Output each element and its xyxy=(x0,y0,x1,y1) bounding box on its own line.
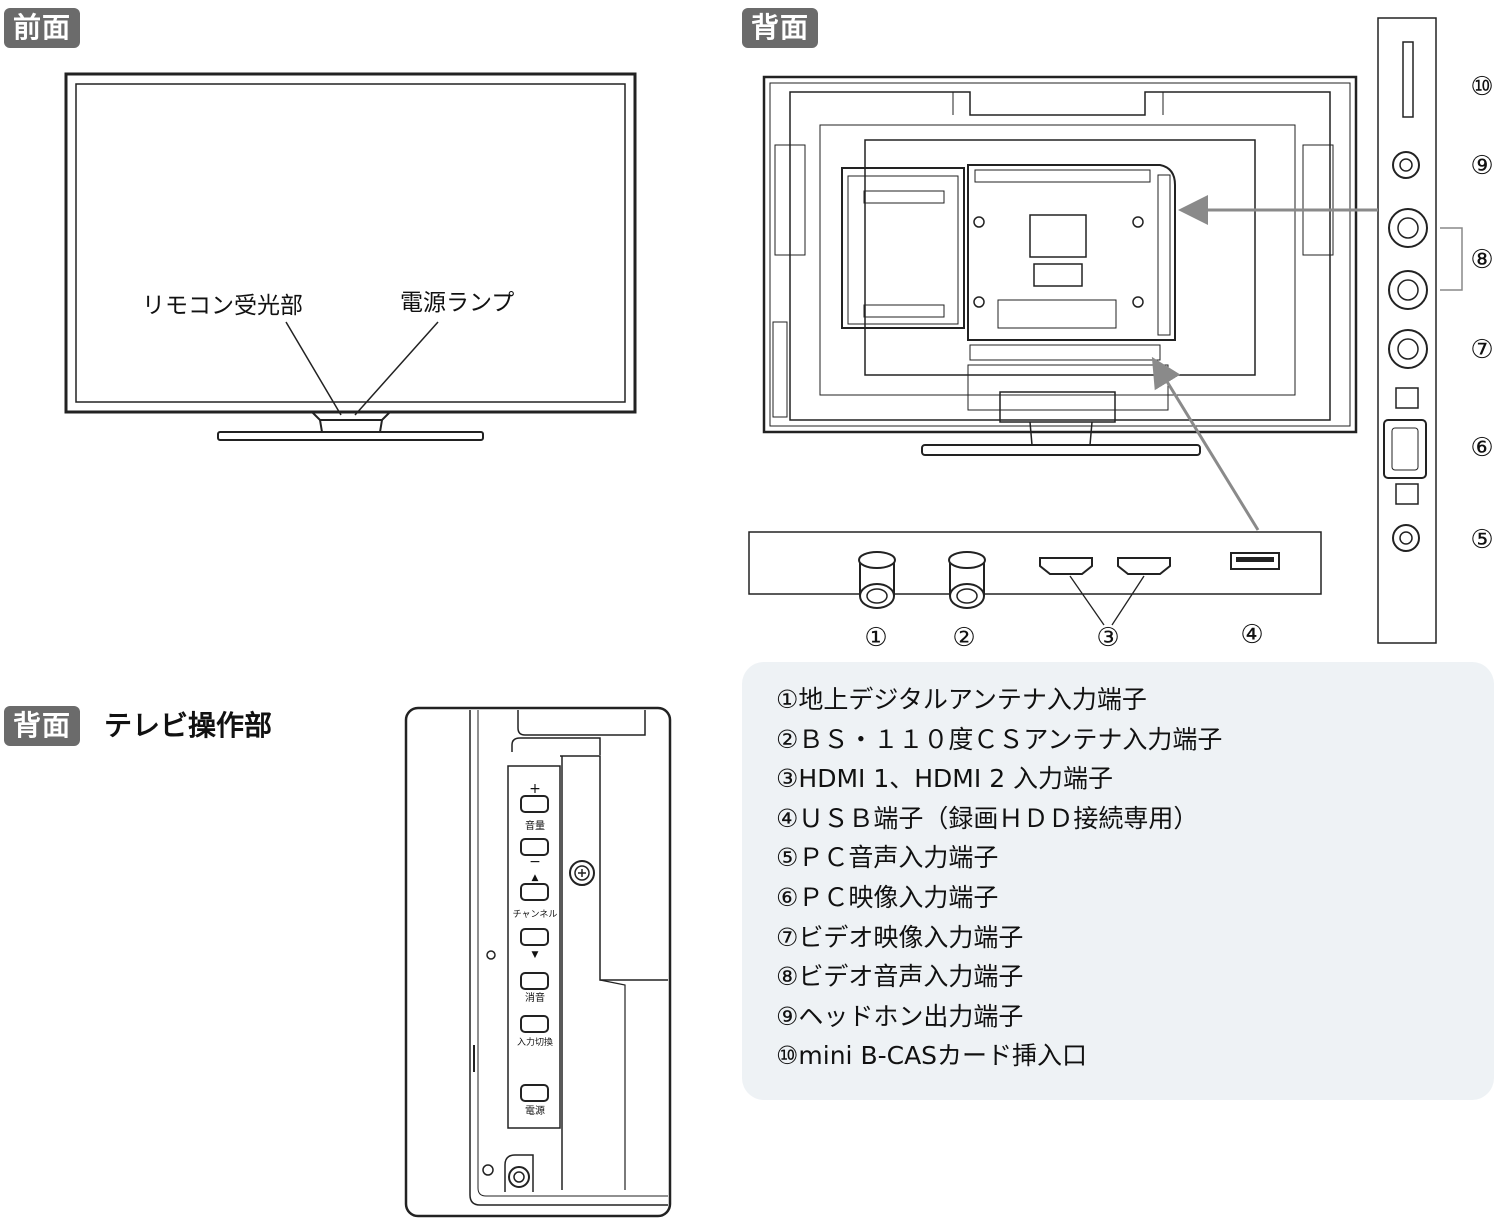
legend-item-9: ⑨ヘッドホン出力端子 xyxy=(776,1001,1024,1031)
marker-5: ⑤ xyxy=(1470,525,1493,555)
ctrl-minus-label: − xyxy=(529,854,541,870)
panel-heading-tag: 背面 xyxy=(4,706,81,746)
legend-item-3: ③HDMI 1、HDMI 2 入力端子 xyxy=(776,764,1114,794)
marker-4: ④ xyxy=(1240,620,1263,650)
ctrl-power-label: 電源 xyxy=(525,1104,545,1117)
ctrl-down-label: ▼ xyxy=(532,950,539,960)
legend-item-10: ⑩mini B-CASカード挿入口 xyxy=(776,1041,1088,1071)
back-heading: 背面 xyxy=(742,8,819,48)
legend-item-4: ④ＵＳＢ端子（録画ＨＤＤ接続専用） xyxy=(776,803,1199,833)
marker-9: ⑨ xyxy=(1470,151,1493,181)
legend-item-6: ⑥ＰＣ映像入力端子 xyxy=(776,882,999,912)
legend-box: ①地上デジタルアンテナ入力端子 ②ＢＳ・１１０度ＣＳアンテナ入力端子 ③HDMI… xyxy=(742,662,1494,1100)
power-lamp-label: 電源ランプ xyxy=(400,290,514,316)
front-tv-illustration xyxy=(64,72,637,441)
ctrl-input-label: 入力切換 xyxy=(517,1036,553,1048)
front-heading: 前面 xyxy=(4,8,81,48)
legend-list: ①地上デジタルアンテナ入力端子 ②ＢＳ・１１０度ＣＳアンテナ入力端子 ③HDMI… xyxy=(742,662,1494,1076)
marker-3: ③ xyxy=(1096,623,1119,653)
legend-item-7: ⑦ビデオ映像入力端子 xyxy=(776,922,1024,952)
marker-7: ⑦ xyxy=(1470,335,1493,365)
panel-heading-title: テレビ操作部 xyxy=(104,709,273,742)
bottom-connector-panel xyxy=(748,531,1322,626)
legend-item-2: ②ＢＳ・１１０度ＣＳアンテナ入力端子 xyxy=(776,724,1223,754)
ctrl-mute-label: 消音 xyxy=(525,991,545,1004)
remote-sensor-label: リモコン受光部 xyxy=(142,293,303,319)
back-tv-illustration xyxy=(762,75,1358,456)
control-panel-illustration xyxy=(404,706,672,1218)
ctrl-plus-label: + xyxy=(529,781,541,797)
legend-item-1: ①地上デジタルアンテナ入力端子 xyxy=(776,685,1147,714)
marker-8: ⑧ xyxy=(1470,245,1493,275)
marker-6: ⑥ xyxy=(1470,433,1493,463)
ctrl-up-label: ▲ xyxy=(532,873,539,883)
legend-item-8: ⑧ビデオ音声入力端子 xyxy=(776,962,1024,992)
marker-10: ⑩ xyxy=(1470,72,1493,102)
connector-arrows xyxy=(1151,195,1378,531)
marker-2: ② xyxy=(952,623,975,653)
marker-1: ① xyxy=(864,623,887,653)
ctrl-volume-label: 音量 xyxy=(525,819,545,832)
ctrl-channel-label: チャンネル xyxy=(513,909,558,920)
side-connector-panel xyxy=(1377,17,1463,644)
legend-item-5: ⑤ＰＣ音声入力端子 xyxy=(776,843,999,873)
